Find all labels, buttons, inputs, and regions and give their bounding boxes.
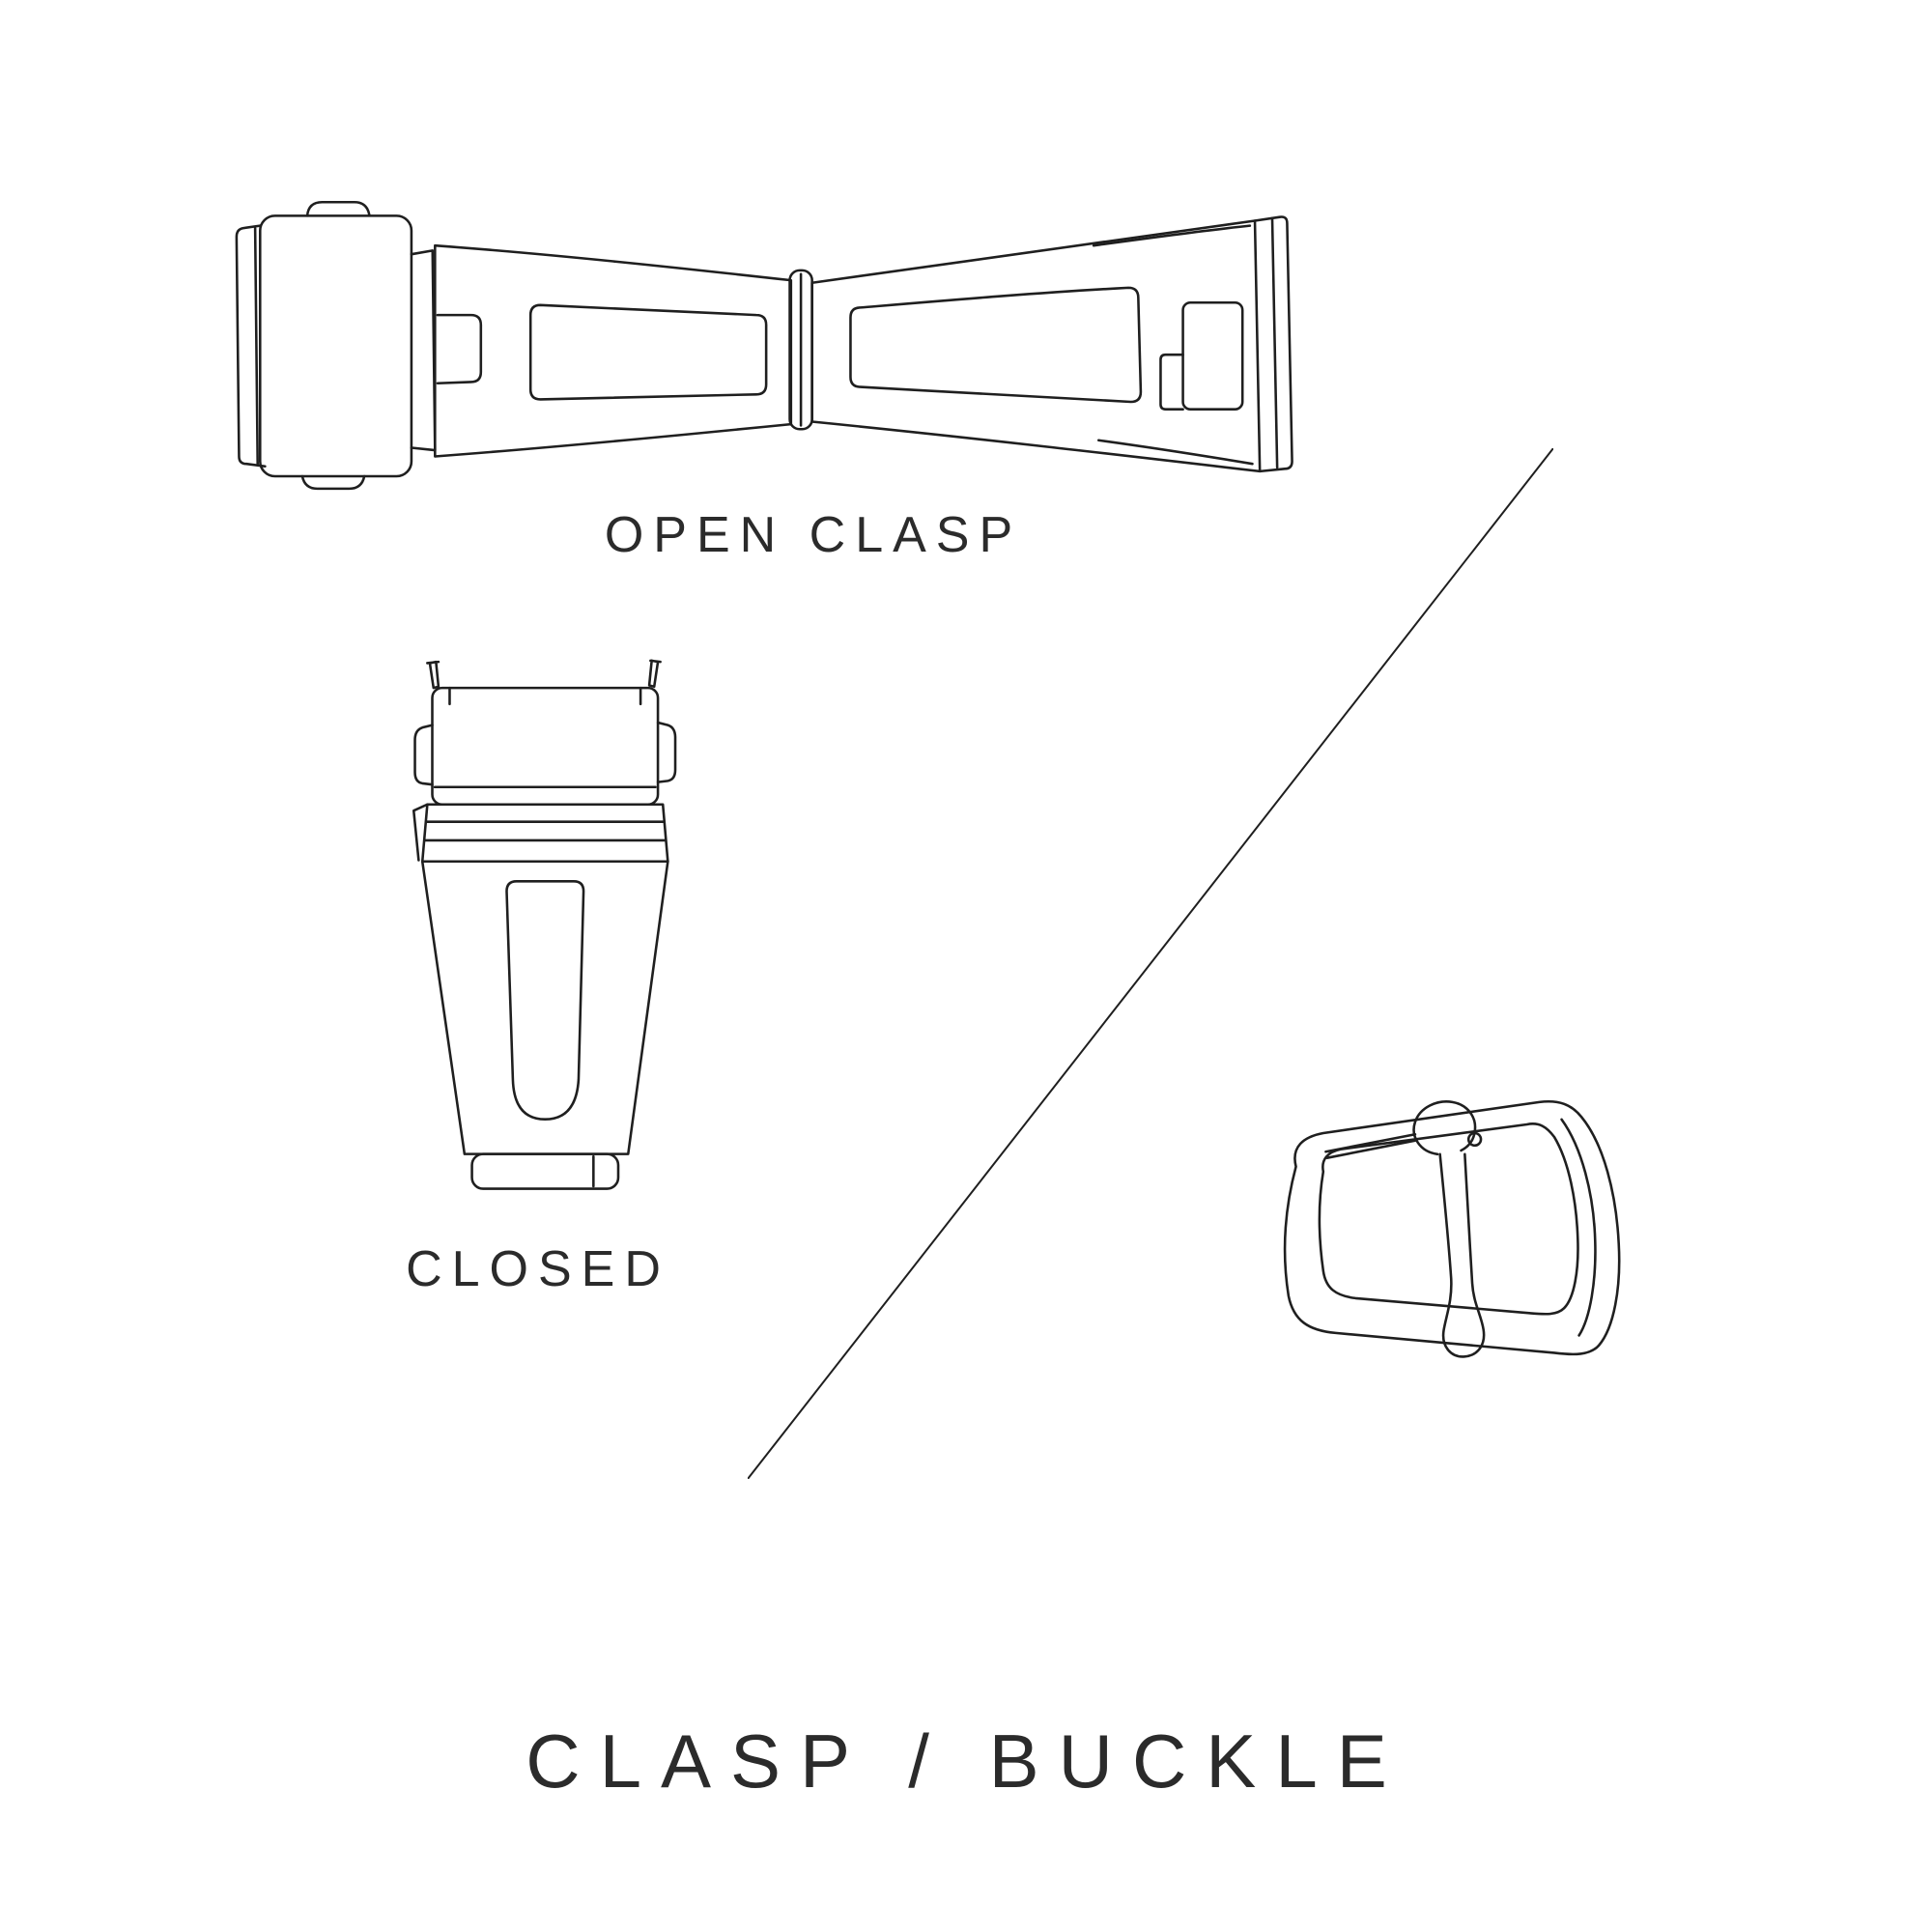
clasp-left-notch [436,313,483,385]
clasp-right-latch-slot [1181,300,1244,411]
clasp-band-left-fold [412,803,429,862]
buckle-loop-ring [1466,1131,1483,1148]
buckle-right-band-line [1560,1118,1597,1337]
clasp-right-end-bracket-inner-line [1270,216,1279,469]
buckle-outer-frame [1283,1099,1621,1356]
clasp-foot [470,1152,620,1190]
clasp-left-bracket [235,224,267,469]
clasp-left-top-bump [305,200,371,217]
clasp-left-end-link [258,214,413,478]
clasp-body [420,860,669,1155]
closed-label: CLOSED [406,1241,670,1297]
clasp-left-ear [413,724,434,786]
clasp-right-top-fold-line [1092,224,1252,247]
open-clasp-illustration-icon [230,184,1301,494]
clasp-right-plate-inner-outline [849,286,1143,404]
clasp-body-inner-channel [505,880,585,1121]
open-clasp-label: OPEN CLASP [604,507,1023,563]
closed-clasp-svg [412,659,677,1190]
clasp-right-prong [647,659,662,689]
open-clasp-svg [235,200,1293,491]
page-title: CLASP / BUCKLE [526,1719,1406,1804]
buckle-illustration-icon [1241,1090,1629,1425]
buckle-tongue [1438,1152,1486,1358]
divider-stroke [748,448,1553,1479]
buckle-spring-bar-top [1324,1132,1417,1153]
buckle-svg [1283,1099,1621,1358]
clasp-right-end-bracket [1253,215,1293,473]
clasp-left-bracket-inner-line [253,226,259,466]
clasp-right-bottom-fold-line [1096,439,1254,466]
clasp-left-plate [434,243,793,458]
clasp-right-plate [810,219,1262,473]
clasp-left-plate-inner-outline [528,303,768,401]
clasp-left-bottom-bump [300,474,366,491]
closed-clasp-illustration-icon [395,658,693,1194]
clasp-right-hook [1159,353,1184,411]
clasp-band [420,803,669,864]
divider-svg [748,448,1553,1479]
clasp-left-connector [410,249,437,452]
clasp-right-ear [656,721,677,783]
diagonal-divider-line [748,448,1553,1479]
buckle-spring-bar-bottom [1325,1139,1417,1159]
buckle-inner-opening [1318,1122,1579,1316]
clasp-left-prong [426,660,440,690]
buckle-tongue-loop [1412,1100,1477,1156]
